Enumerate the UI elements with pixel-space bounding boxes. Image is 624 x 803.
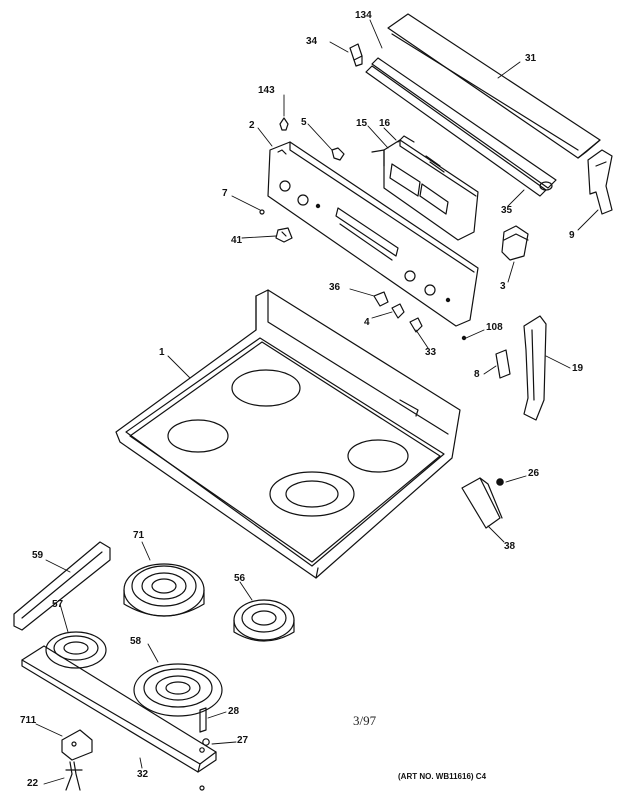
callout-26: 26	[528, 468, 540, 479]
callout-58: 58	[130, 636, 142, 647]
infinite-switch-part	[461, 477, 504, 529]
callout-28: 28	[228, 706, 240, 717]
callout-4: 4	[364, 317, 370, 328]
trim-strip-part	[387, 13, 601, 159]
date-stamp: 3/97	[353, 713, 377, 728]
large-burner-part-2	[133, 663, 223, 717]
callout-143: 143	[258, 85, 275, 96]
callout-33: 33	[425, 347, 437, 358]
callout-38: 38	[504, 541, 516, 552]
end-cap-part	[587, 149, 613, 215]
callout-108: 108	[486, 322, 503, 333]
small-burner-part-1	[233, 599, 295, 642]
callout-57: 57	[52, 599, 64, 610]
callout-7: 7	[222, 188, 228, 199]
callout-27: 27	[237, 735, 249, 746]
callout-31: 31	[525, 53, 537, 64]
callout-36: 36	[329, 282, 341, 293]
callout-59: 59	[32, 550, 44, 561]
callout-56: 56	[234, 573, 246, 584]
burner-bracket-part	[13, 541, 111, 631]
wire-part	[65, 761, 83, 791]
callout-134: 134	[355, 10, 372, 21]
callout-1: 1	[159, 347, 165, 358]
bracket-part	[495, 349, 511, 379]
screw-part	[279, 117, 289, 131]
small-screw-part	[259, 209, 265, 215]
callout-32: 32	[137, 769, 149, 780]
electronic-control-part	[371, 135, 479, 241]
callout-22: 22	[27, 778, 39, 789]
callout-8: 8	[474, 369, 480, 380]
receptacle-bracket-part	[61, 729, 93, 761]
burner-box-part	[21, 645, 217, 773]
callout-3: 3	[500, 281, 506, 292]
callout-71: 71	[133, 530, 145, 541]
fastener-parts	[373, 291, 423, 333]
callout-15: 15	[356, 118, 368, 129]
callout-9: 9	[569, 230, 575, 241]
callout-16: 16	[379, 118, 391, 129]
pin-part	[461, 335, 467, 341]
callout-5: 5	[301, 117, 307, 128]
callout-19: 19	[572, 363, 584, 374]
clip-part	[349, 43, 363, 67]
callout-35: 35	[501, 205, 513, 216]
callout-711: 711	[20, 715, 37, 726]
callout-34: 34	[306, 36, 318, 47]
small-clip-part	[331, 147, 345, 161]
leader-lines	[35, 19, 599, 785]
relay-part	[501, 225, 529, 261]
trim-rail-part	[365, 57, 557, 197]
callout-41: 41	[231, 235, 243, 246]
cooktop-part	[115, 289, 461, 579]
screw-parts	[199, 707, 210, 791]
control-panel-part	[267, 141, 479, 327]
callout-2: 2	[249, 120, 255, 131]
side-bracket-part	[523, 315, 547, 421]
small-burner-part-2	[45, 631, 107, 669]
art-number: (ART NO. WB11616) C4	[398, 772, 487, 781]
knob-part	[275, 227, 293, 243]
large-burner-part	[123, 563, 205, 617]
